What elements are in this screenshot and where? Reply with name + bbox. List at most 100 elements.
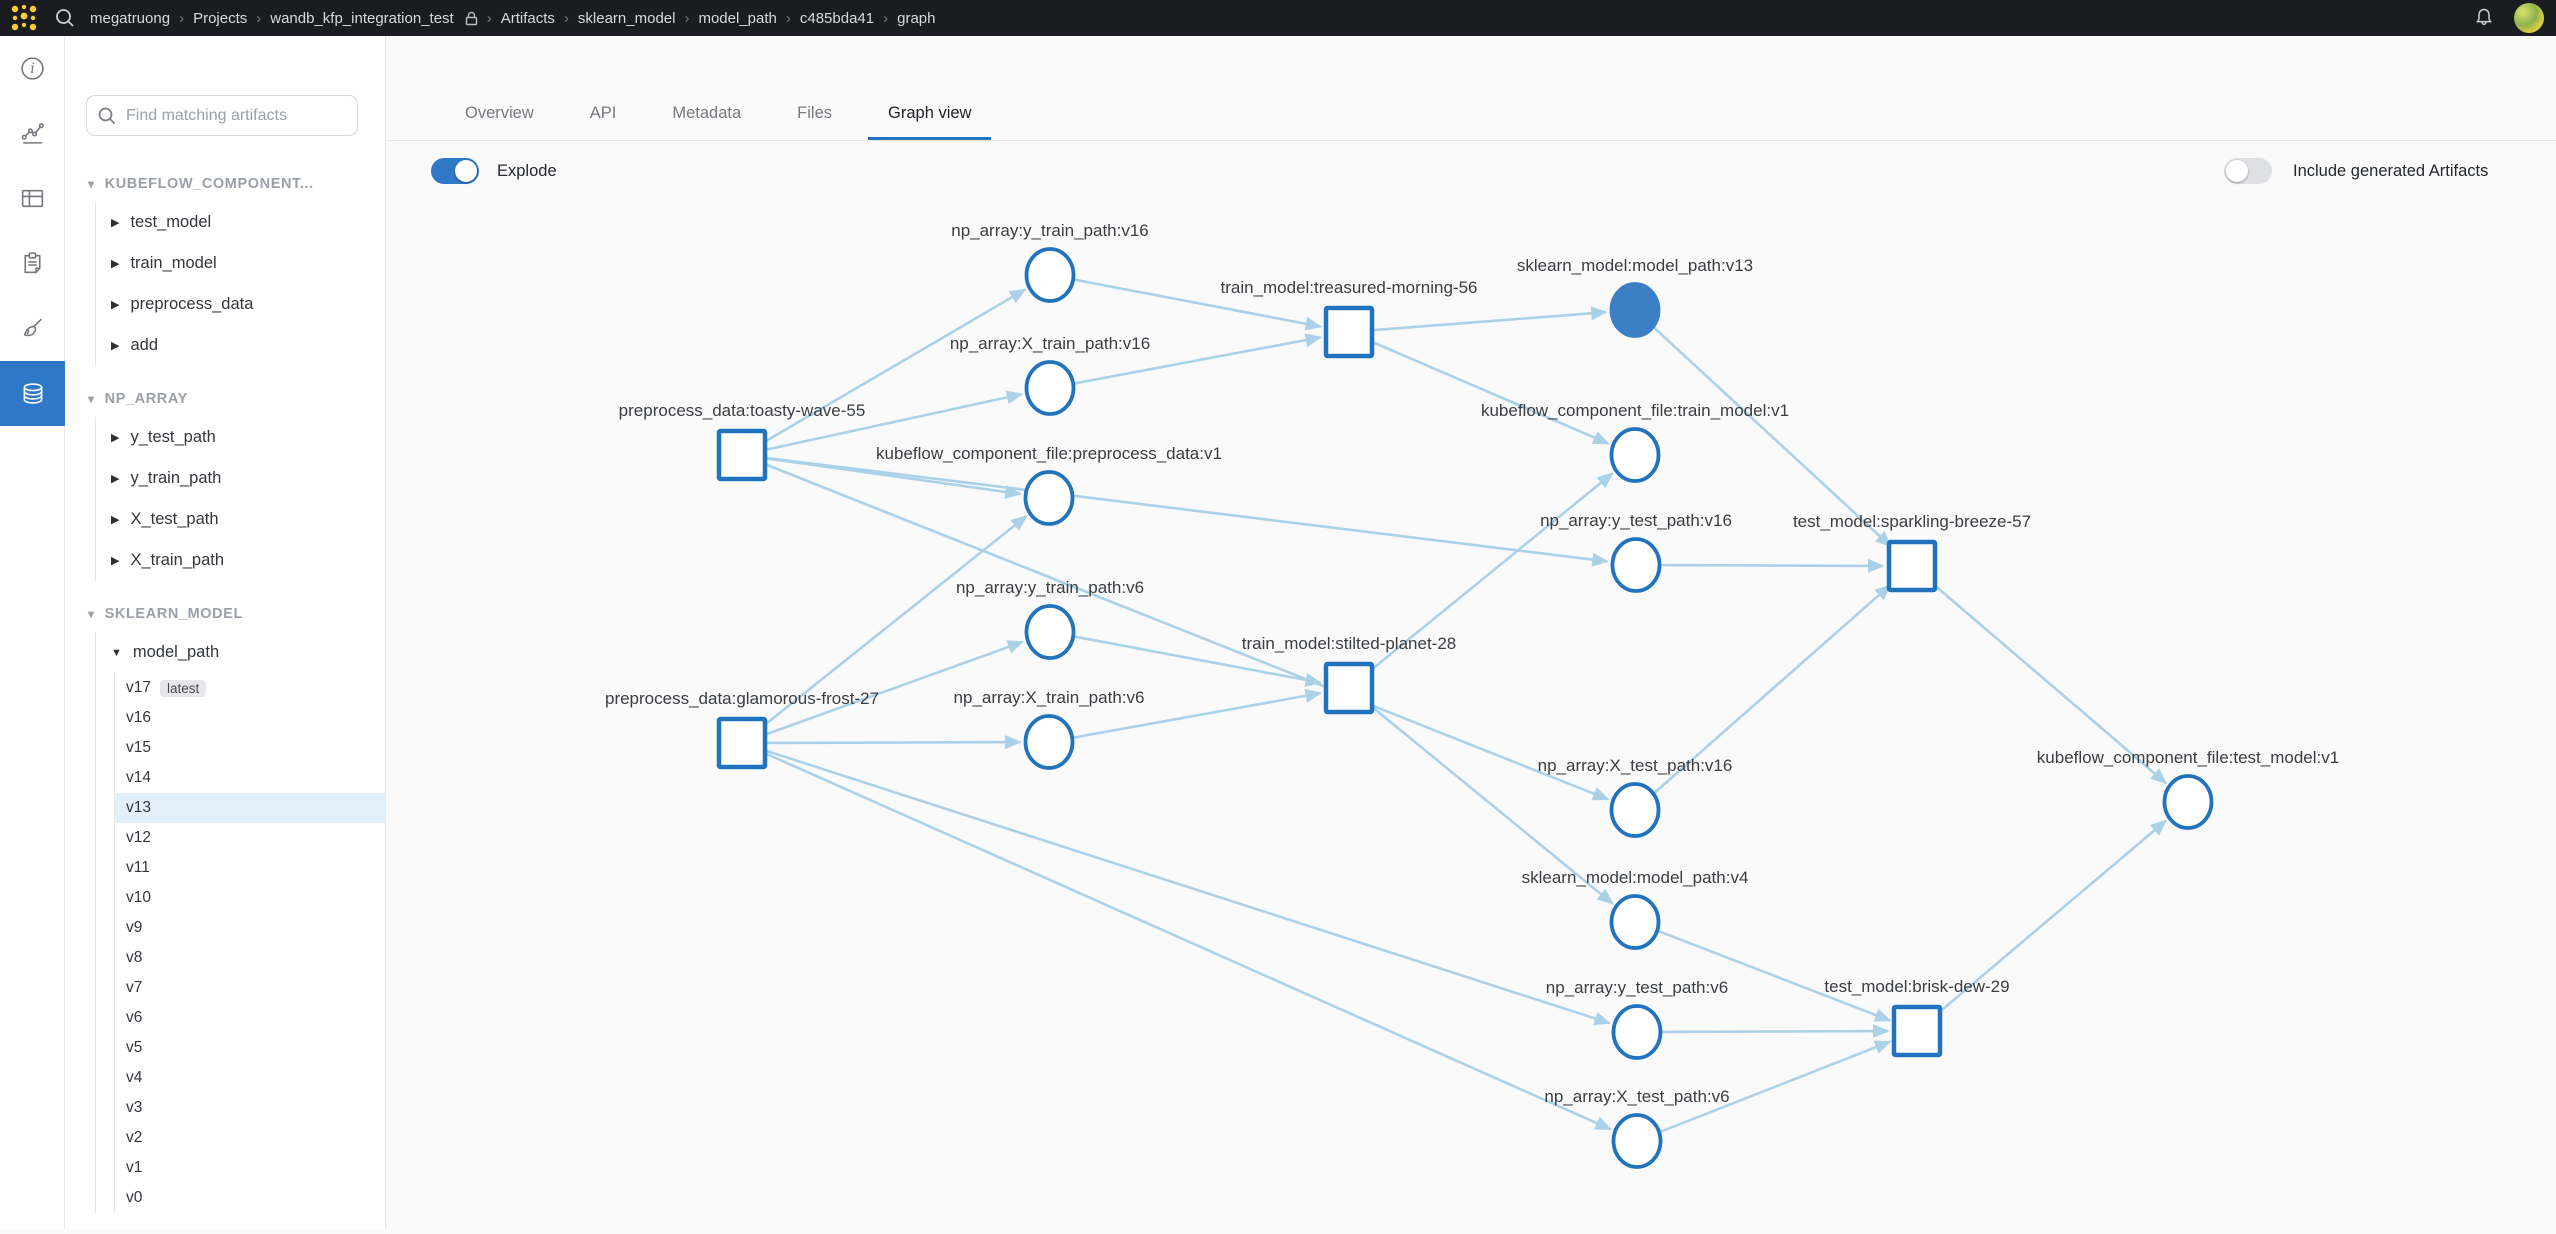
tree-section-header[interactable]: ▾KUBEFLOW_COMPONENT... — [88, 176, 314, 192]
breadcrumb-item[interactable]: sklearn_model — [577, 9, 676, 27]
graph-node-xtest16[interactable] — [1609, 782, 1661, 838]
artifact-search[interactable] — [86, 95, 358, 136]
version-row-v6[interactable]: v6 — [126, 1009, 143, 1026]
graph-node-brisk[interactable] — [1891, 1004, 1943, 1058]
tab-metadata[interactable]: Metadata — [672, 104, 742, 122]
edge-stilted-model4 — [1366, 702, 1614, 905]
triangle-right-icon: ▶ — [111, 258, 120, 270]
breadcrumb-item[interactable]: Projects — [193, 9, 248, 27]
rail-item-sweeps[interactable] — [0, 296, 65, 361]
graph-node-ytest6[interactable] — [1611, 1004, 1663, 1060]
version-row-v14[interactable]: v14 — [126, 769, 151, 786]
tab-graph-view[interactable]: Graph view — [868, 104, 992, 140]
graph-node-kfcpre[interactable] — [1023, 470, 1075, 526]
tree-item-X_train_path[interactable]: ▶X_train_path — [111, 551, 225, 569]
edge-ytrain16-treasured — [1073, 278, 1323, 331]
breadcrumb-item[interactable]: Artifacts — [500, 9, 555, 27]
breadcrumb-separator: › — [486, 9, 492, 27]
graph-node-treasured[interactable] — [1323, 305, 1375, 359]
wandb-logo-icon[interactable] — [0, 0, 46, 36]
tree-item-test_model[interactable]: ▶test_model — [111, 213, 212, 231]
version-row-v12[interactable]: v12 — [126, 829, 151, 846]
version-row-v16[interactable]: v16 — [126, 709, 151, 726]
reports-icon — [24, 252, 41, 274]
node-label: kubeflow_component_file:train_model:v1 — [1481, 401, 1789, 420]
tree-item-train_model[interactable]: ▶train_model — [111, 254, 217, 272]
artifacts-icon — [23, 382, 42, 404]
artifact-search-input[interactable] — [126, 106, 346, 125]
version-row-v5[interactable]: v5 — [126, 1039, 143, 1056]
edge-glamorous-ytrain6 — [764, 640, 1025, 737]
version-row-v3[interactable]: v3 — [126, 1099, 143, 1116]
rail-item-charts[interactable] — [0, 101, 65, 166]
chevron-down-icon: ▾ — [88, 392, 95, 406]
search-icon[interactable] — [54, 7, 76, 29]
graph-node-ytrain6[interactable] — [1024, 604, 1076, 660]
edge-toasty-xtest16 — [763, 462, 1610, 801]
triangle-right-icon: ▶ — [111, 432, 120, 444]
graph-node-glamorous[interactable] — [716, 716, 768, 770]
node-label: kubeflow_component_file:test_model:v1 — [2037, 748, 2339, 767]
graph-node-xtrain6[interactable] — [1023, 714, 1075, 770]
tab-api[interactable]: API — [589, 104, 617, 122]
graph-node-model13[interactable] — [1609, 282, 1661, 338]
tree-section-header[interactable]: ▾SKLEARN_MODEL — [88, 606, 243, 622]
graph-node-ytrain16[interactable] — [1024, 247, 1076, 303]
graph-node-model4[interactable] — [1609, 894, 1661, 950]
version-row-v7[interactable]: v7 — [126, 979, 143, 996]
version-row-v4[interactable]: v4 — [126, 1069, 143, 1086]
tree-item-preprocess_data[interactable]: ▶preprocess_data — [111, 295, 254, 313]
tree-item-model_path[interactable]: ▼model_path — [111, 643, 220, 661]
breadcrumb-item[interactable]: megatruong — [90, 9, 171, 27]
rail-item-artifacts[interactable] — [0, 361, 65, 426]
tree-item-y_train_path[interactable]: ▶y_train_path — [111, 469, 222, 487]
graph-node-toasty[interactable] — [716, 428, 768, 482]
tab-overview[interactable]: Overview — [465, 104, 534, 122]
tree-item-X_test_path[interactable]: ▶X_test_path — [111, 510, 219, 528]
bell-icon[interactable] — [2472, 6, 2496, 30]
breadcrumb-item[interactable]: c485bda41 — [799, 9, 875, 27]
version-row-v13[interactable]: v13 — [115, 793, 385, 823]
graph-node-kfctest[interactable] — [2162, 774, 2214, 830]
version-row-v11[interactable]: v11 — [126, 859, 150, 876]
tree-item-add[interactable]: ▶add — [111, 336, 158, 354]
version-row-v1[interactable]: v1 — [126, 1159, 143, 1176]
rail-item-overview[interactable]: i — [0, 36, 65, 101]
node-label: kubeflow_component_file:preprocess_data:… — [876, 444, 1222, 463]
tree-section-header[interactable]: ▾NP_ARRAY — [88, 391, 188, 407]
charts-icon — [21, 123, 44, 144]
version-row-v15[interactable]: v15 — [126, 739, 151, 756]
tab-files[interactable]: Files — [797, 104, 833, 122]
graph-node-ytest16[interactable] — [1610, 537, 1662, 593]
graph-node-kfctrain[interactable] — [1609, 427, 1661, 483]
node-label: train_model:stilted-planet-28 — [1242, 634, 1457, 653]
graph-node-xtrain16[interactable] — [1024, 360, 1076, 416]
version-row-v0[interactable]: v0 — [126, 1189, 143, 1206]
breadcrumb-item[interactable]: wandb_kfp_integration_test — [270, 9, 454, 27]
include-generated-toggle[interactable] — [2224, 158, 2272, 184]
version-row-v2[interactable]: v2 — [126, 1129, 143, 1146]
edge-treasured-kfctrain — [1370, 340, 1610, 445]
node-label: np_array:y_train_path:v16 — [951, 221, 1149, 240]
version-row-v8[interactable]: v8 — [126, 949, 143, 966]
version-row-v10[interactable]: v10 — [126, 889, 151, 906]
node-label: sklearn_model:model_path:v13 — [1517, 256, 1753, 275]
graph-node-xtest6[interactable] — [1611, 1113, 1663, 1169]
explode-toggle[interactable] — [431, 158, 479, 184]
breadcrumb-item[interactable]: model_path — [698, 9, 777, 27]
graph-node-sparkling[interactable] — [1886, 539, 1938, 593]
edge-treasured-model13 — [1372, 306, 1608, 332]
version-row-v9[interactable]: v9 — [126, 919, 143, 936]
lock-icon — [465, 11, 477, 25]
node-label: np_array:X_test_path:v16 — [1538, 756, 1733, 775]
graph-node-stilted[interactable] — [1323, 661, 1375, 715]
rail-item-reports[interactable] — [0, 231, 65, 296]
breadcrumb-item[interactable]: graph — [897, 9, 936, 27]
avatar[interactable] — [2514, 3, 2544, 33]
tree-item-y_test_path[interactable]: ▶y_test_path — [111, 428, 216, 446]
edge-toasty-ytrain16 — [762, 288, 1027, 445]
rail-item-tables[interactable] — [0, 166, 65, 231]
